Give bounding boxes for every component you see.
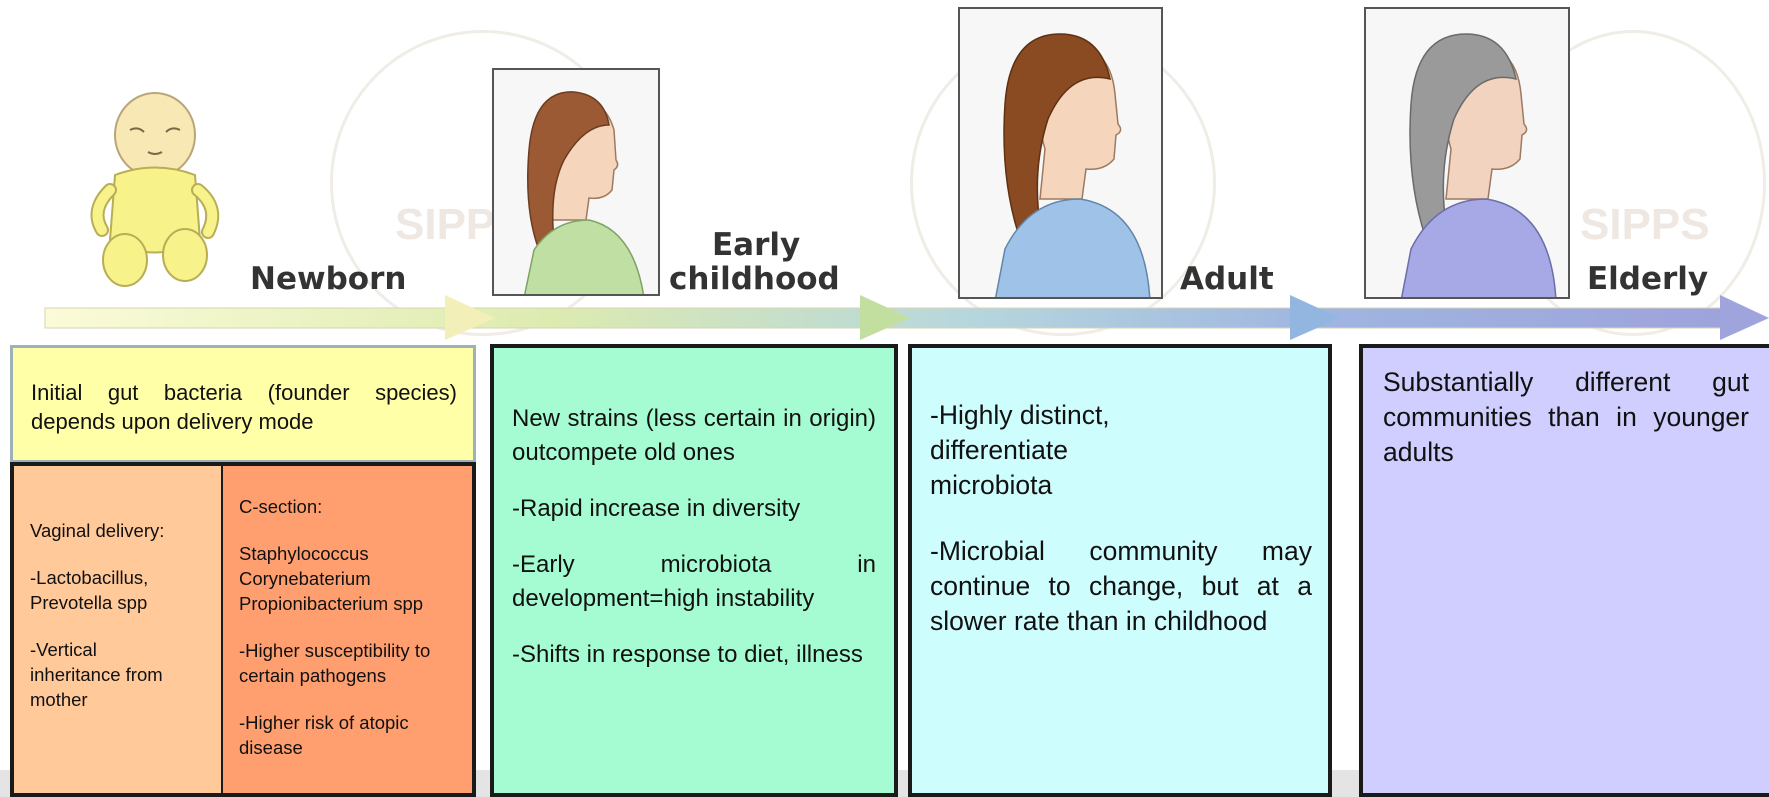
childhood-item: -Shifts in response to diet, illness <box>512 638 876 672</box>
elderly-item: Substantially different gut communities … <box>1383 365 1749 470</box>
stage-label-early-childhood-line1: Early <box>712 228 800 262</box>
elderly-profile-icon <box>1366 9 1570 299</box>
baby-icon <box>80 90 230 300</box>
stage-label-newborn: Newborn <box>250 262 406 296</box>
csection-organism: Corynebaterium <box>239 566 466 591</box>
vaginal-delivery-title: Vaginal delivery: <box>30 518 213 543</box>
newborn-summary-box: Initial gut bacteria (founder species) d… <box>10 345 476 463</box>
csection-item: -Higher risk of atopic disease <box>239 710 466 760</box>
watermark-text: SIPPS <box>1580 200 1710 250</box>
timeline-arrow <box>0 290 1769 350</box>
stage-label-early-childhood-line2: childhood <box>669 262 840 296</box>
csection-title: C-section: <box>239 494 466 519</box>
csection-organism: Propionibacterium spp <box>239 591 466 616</box>
childhood-item: -Early microbiota in development=high in… <box>512 548 876 616</box>
adult-item: -Highly distinct, differentiate microbio… <box>930 398 1190 503</box>
adult-box: -Highly distinct, differentiate microbio… <box>908 344 1332 797</box>
newborn-summary-text: Initial gut bacteria (founder species) d… <box>31 378 457 436</box>
vaginal-delivery-box: Vaginal delivery: -Lactobacillus, Prevot… <box>10 462 223 797</box>
stage-label-adult: Adult <box>1180 262 1274 296</box>
elderly-portrait <box>1364 7 1570 299</box>
childhood-item: -Rapid increase in diversity <box>512 492 876 526</box>
csection-organism: Staphylococcus <box>239 541 466 566</box>
adult-item: -Microbial community may continue to cha… <box>930 534 1312 639</box>
vaginal-delivery-item: -Vertical inheritance from mother <box>30 637 170 712</box>
adult-portrait <box>958 7 1163 299</box>
adult-profile-icon <box>960 9 1163 299</box>
child-profile-icon <box>494 70 660 296</box>
vaginal-delivery-item: -Lactobacillus, Prevotella spp <box>30 565 213 615</box>
csection-item: -Higher susceptibility to certain pathog… <box>239 638 466 688</box>
child-portrait <box>492 68 660 296</box>
childhood-item: New strains (less certain in origin) out… <box>512 402 876 470</box>
elderly-box: Substantially different gut communities … <box>1359 344 1769 797</box>
csection-box: C-section: Staphylococcus Corynebaterium… <box>221 462 476 797</box>
stage-label-elderly: Elderly <box>1587 262 1708 296</box>
childhood-box: New strains (less certain in origin) out… <box>490 344 898 797</box>
